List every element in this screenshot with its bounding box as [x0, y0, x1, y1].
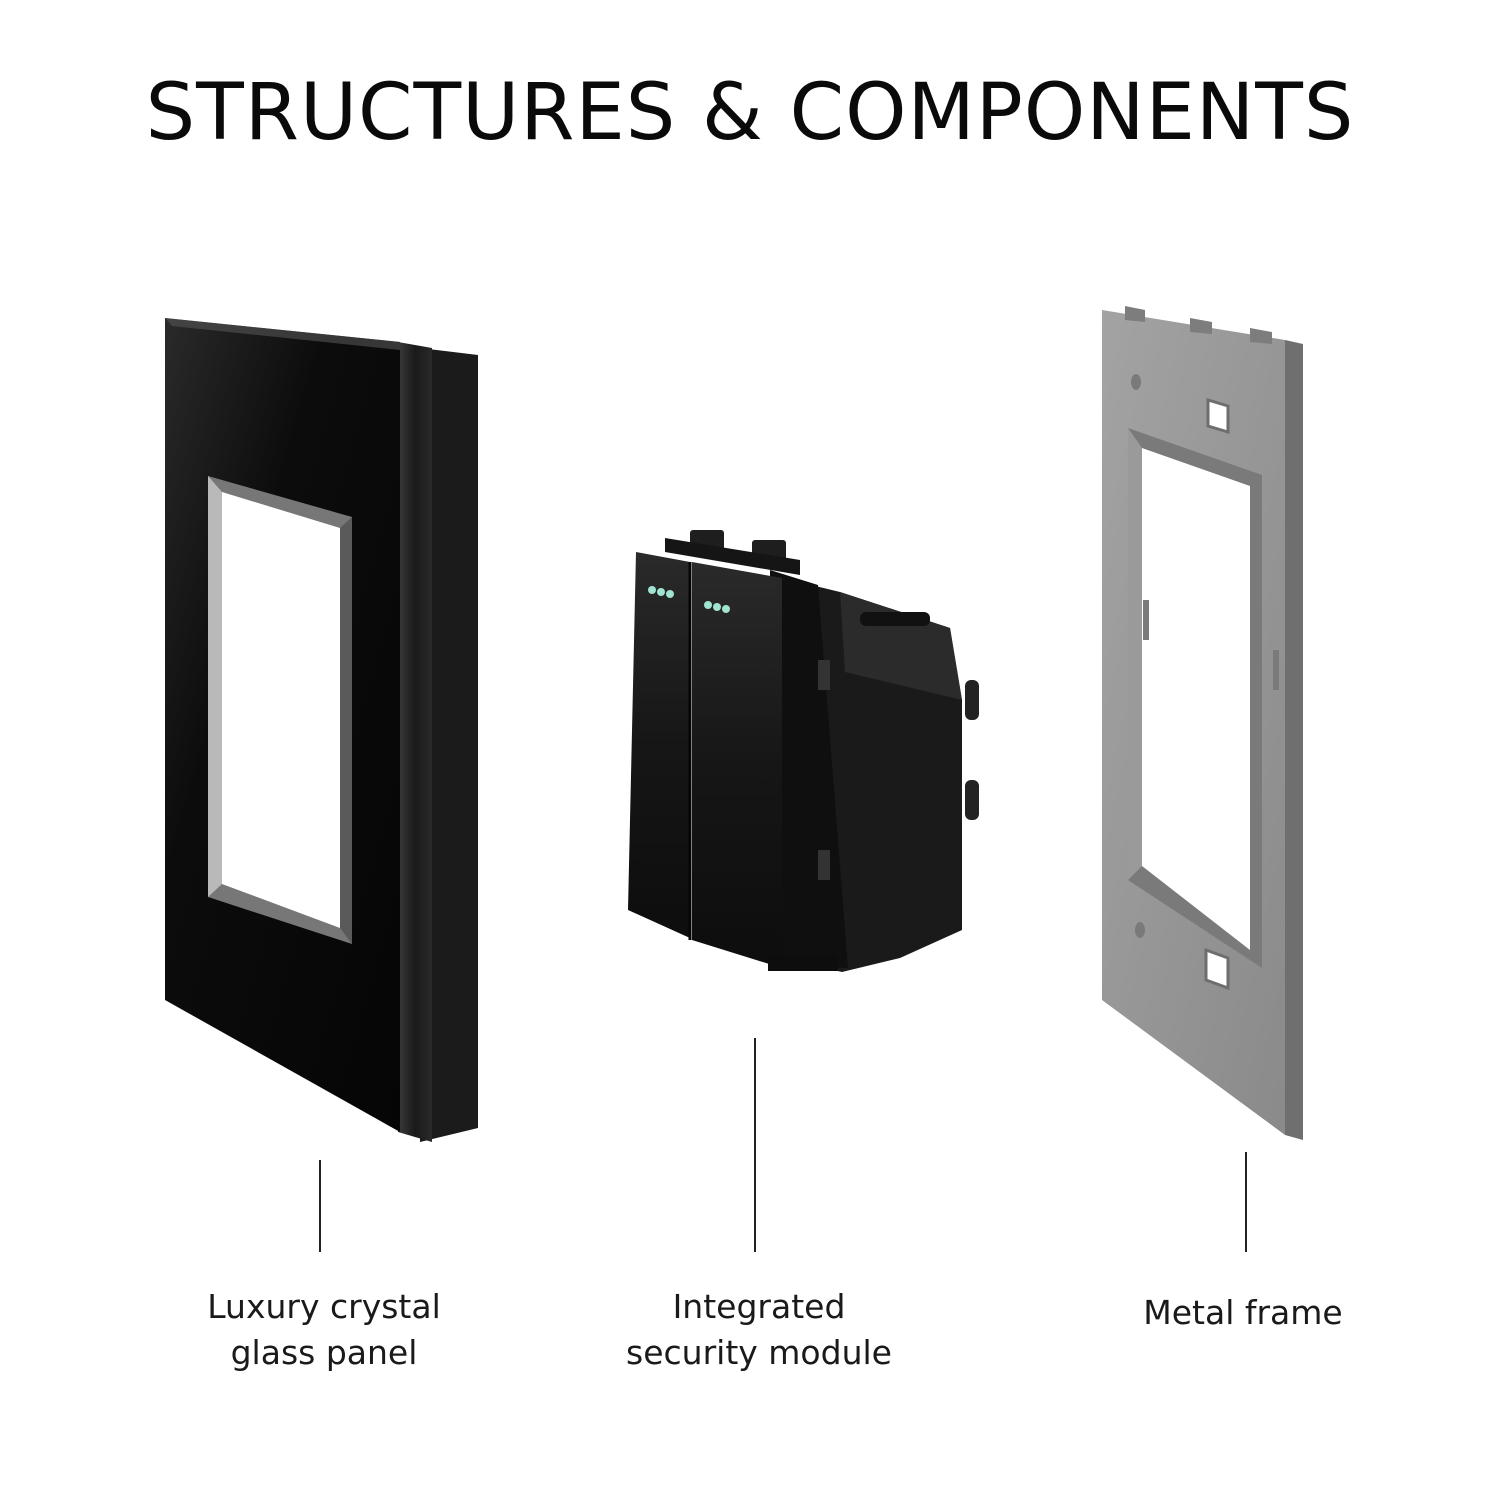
caption-glass-panel-line1: Luxury crystal	[207, 1287, 441, 1326]
caption-metal-frame: Metal frame	[1093, 1290, 1393, 1336]
caption-security-module: Integrated security module	[589, 1284, 929, 1376]
glass-panel-image	[165, 318, 478, 1142]
caption-glass-panel: Luxury crystal glass panel	[174, 1284, 474, 1376]
caption-security-module-line2: security module	[626, 1333, 892, 1372]
leader-line-panel	[319, 1160, 321, 1252]
leader-line-frame	[1245, 1152, 1247, 1252]
switch-module-image	[628, 530, 979, 972]
page-title: STRUCTURES & COMPONENTS	[145, 68, 1355, 158]
metal-frame-image	[1102, 306, 1303, 1140]
caption-metal-frame-line1: Metal frame	[1143, 1293, 1343, 1332]
leader-line-module	[754, 1038, 756, 1252]
caption-glass-panel-line2: glass panel	[230, 1333, 418, 1372]
caption-security-module-line1: Integrated	[672, 1287, 846, 1326]
